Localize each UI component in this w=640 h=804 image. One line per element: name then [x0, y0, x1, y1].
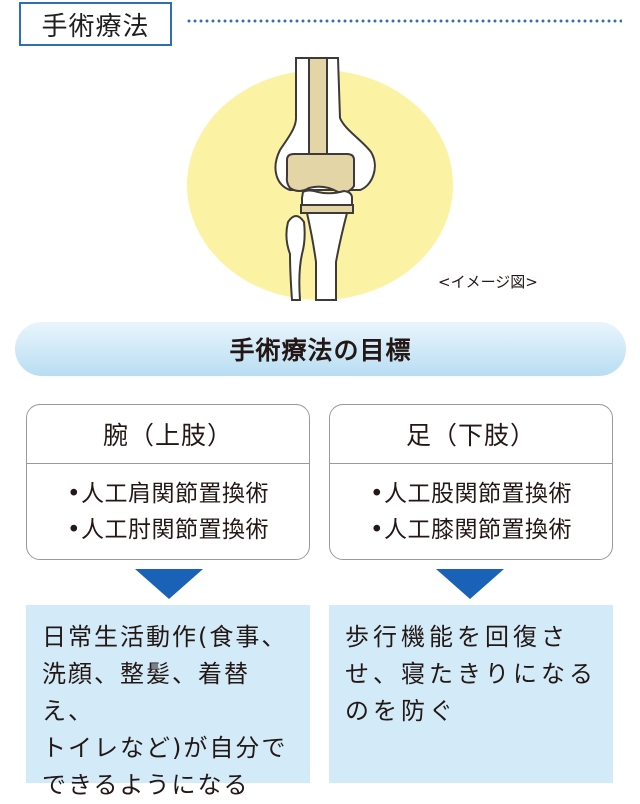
procedure-list: •人工肩関節置換術 •人工肘関節置換術 — [27, 464, 309, 548]
procedure-item: •人工肘関節置換術 — [66, 517, 270, 543]
knee-implant-illustration — [187, 57, 453, 301]
tibial-tray — [300, 204, 354, 214]
lower-limb-outcome: 歩行機能を回復さ せ、寝たきりになる のを防ぐ — [329, 605, 613, 783]
procedure-item: •人工膝関節置換術 — [369, 517, 573, 543]
femoral-component — [285, 153, 355, 194]
card-title: 足（下肢） — [330, 405, 612, 464]
outcome-line: のを防ぐ — [345, 697, 457, 725]
tibia-bone — [305, 212, 349, 301]
femoral-stem — [308, 57, 328, 163]
outcome-line: 歩行機能を回復さ — [345, 623, 569, 651]
procedure-item: •人工股関節置換術 — [369, 481, 573, 507]
card-title: 腕（上肢） — [27, 405, 309, 464]
outcome-line: トイレなど)が自分で — [42, 734, 288, 762]
illustration-caption: <イメージ図> — [438, 273, 538, 291]
down-arrow-icon — [436, 569, 504, 599]
goals-banner: 手術療法の目標 — [15, 322, 626, 376]
outcome-line: 洗顔、整髪、着替え、 — [42, 660, 250, 725]
title-dotted-rule — [186, 19, 622, 23]
procedure-list: •人工股関節置換術 •人工膝関節置換術 — [330, 464, 612, 548]
outcome-line: 日常生活動作(食事、 — [42, 623, 288, 651]
lower-limb-card: 足（下肢） •人工股関節置換術 •人工膝関節置換術 — [329, 404, 613, 560]
section-title: 手術療法 — [19, 2, 172, 46]
down-arrow-icon — [135, 569, 203, 599]
outcome-line: せ、寝たきりになる — [345, 660, 597, 688]
tibial-insert — [301, 189, 353, 206]
upper-limb-card: 腕（上肢） •人工肩関節置換術 •人工肘関節置換術 — [26, 404, 310, 560]
outcome-line: できるようになる — [42, 771, 250, 799]
upper-limb-outcome: 日常生活動作(食事、 洗顔、整髪、着替え、 トイレなど)が自分で できるようにな… — [26, 605, 310, 799]
fibula-bone — [285, 215, 306, 301]
procedure-item: •人工肩関節置換術 — [66, 481, 270, 507]
